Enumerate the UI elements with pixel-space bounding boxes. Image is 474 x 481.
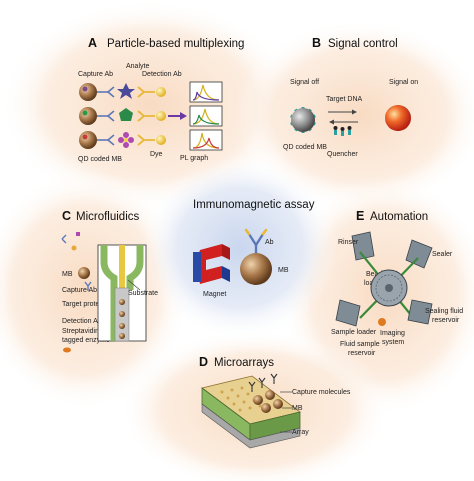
panel-a-capture-ab-label: Capture Ab	[78, 71, 113, 78]
quantum-dot	[82, 110, 88, 116]
signal-on-bead	[384, 104, 412, 132]
panel-c-glow	[0, 170, 190, 410]
panel-d-array-label: Array	[292, 429, 309, 436]
analyte-star	[117, 83, 135, 99]
panel-d-mb-label: MB	[292, 405, 303, 412]
loose-molecules	[61, 232, 80, 251]
sealing-reservoir-box	[407, 299, 433, 325]
panel-e-letter: E	[356, 209, 364, 223]
panel-a: A Particle-based multiplexing Capture Ab…	[78, 36, 244, 163]
center-glow	[142, 156, 338, 340]
legend-capture-ab	[84, 281, 92, 291]
microarray-chip	[201, 375, 301, 449]
panel-e-sealing-label-2: reservoir	[432, 317, 460, 324]
panel-e-fluid-label-1: Fluid sample	[340, 341, 380, 348]
panel-center: Immunomagnetic assay Ab MB Magnet	[193, 199, 315, 298]
panel-a-row-3	[79, 131, 166, 149]
panel-e-imaging-label-2: system	[382, 339, 404, 346]
panel-b-quencher-label: Quencher	[327, 151, 358, 158]
panel-e-sample-loader-label: Sample loader	[331, 329, 377, 336]
panel-c-target-protein-label: Target protein	[62, 301, 105, 308]
panel-c-mb-label: MB	[62, 271, 73, 278]
panel-d-capture-label: Capture molecules	[292, 389, 351, 396]
center-mb-label: MB	[278, 267, 289, 274]
panel-e-bead-label-1: Bead	[366, 271, 382, 278]
coded-bead	[79, 83, 97, 101]
magnet	[193, 244, 230, 284]
pl-graph-3	[189, 129, 223, 151]
magnetic-bead	[240, 253, 272, 285]
panel-c-detection-ab-label: Detection Ab	[62, 318, 102, 325]
dye-dot	[156, 87, 166, 97]
center-ab-label: Ab	[265, 239, 274, 246]
panel-d: D Microarrays Capture molecules	[199, 355, 351, 449]
panel-a-pl-label: PL graph	[180, 155, 208, 162]
rinser-box	[351, 231, 375, 261]
panel-e-title: Automation	[370, 211, 428, 223]
panel-a-analyte-label: Analyte	[126, 63, 149, 70]
center-title: Immunomagnetic assay	[193, 199, 315, 211]
panel-e: E Automation Rinser Sealer Bead loader S…	[331, 209, 463, 357]
center-magnet-label: Magnet	[203, 291, 226, 298]
panel-b-glow	[235, 20, 474, 210]
panel-a-row-2	[79, 107, 166, 125]
analyte-flower	[118, 132, 134, 148]
dye-dot	[156, 135, 166, 145]
panel-b-title: Signal control	[328, 38, 398, 50]
coded-bead	[79, 107, 97, 125]
center-antibody	[244, 228, 268, 253]
quantum-dot	[82, 134, 88, 140]
dye-dot	[156, 111, 166, 121]
pl-graph-2	[189, 105, 223, 127]
panel-e-sealing-label-1: Sealing fluid	[425, 308, 463, 315]
panel-a-title: Particle-based multiplexing	[107, 38, 244, 50]
signal-off-bead	[289, 106, 317, 134]
carousel	[359, 251, 419, 321]
coded-bead	[79, 131, 97, 149]
panel-e-rinser-label: Rinser	[338, 239, 359, 246]
panel-b: B Signal control Signal off Target DNA S…	[283, 36, 418, 158]
panel-b-signal-on-label: Signal on	[389, 79, 418, 86]
panel-a-qd-label: QD coded MB	[78, 156, 122, 163]
panel-a-detection-ab-label: Detection Ab	[142, 71, 182, 78]
panel-a-row-1	[79, 83, 166, 101]
panel-b-qd-label: QD coded MB	[283, 144, 327, 151]
panel-c-strep-label-2: tagged enzyme	[62, 337, 110, 344]
sample-loader-box	[335, 299, 361, 327]
panel-e-fluid-label-2: reservoir	[348, 350, 376, 357]
panel-c: C Microfluidics MB Capture Ab Target pro…	[61, 209, 158, 353]
captured-beads	[248, 373, 283, 413]
panel-c-capture-ab-label: Capture Ab	[62, 287, 97, 294]
quencher-dna	[333, 126, 352, 136]
panel-c-strep-label-1: Streptavidin-	[62, 328, 102, 335]
quantum-dot	[82, 86, 88, 92]
panel-d-letter: D	[199, 355, 208, 369]
imaging-system	[378, 318, 386, 326]
legend-enzyme	[63, 347, 71, 353]
panel-d-title: Microarrays	[214, 357, 274, 369]
analyte-pentagon	[119, 108, 133, 121]
panel-a-dye-label: Dye	[150, 151, 163, 158]
panel-e-sealer-label: Sealer	[432, 251, 453, 258]
panel-c-letter: C	[62, 209, 71, 223]
panel-c-title: Microfluidics	[76, 211, 140, 223]
sealer-box	[405, 239, 433, 269]
microfluidic-chip	[97, 244, 147, 342]
panel-a-letter: A	[88, 36, 97, 50]
panel-b-letter: B	[312, 36, 321, 50]
panel-b-target-label: Target DNA	[326, 96, 363, 103]
panel-c-substrate-label: Substrate	[128, 290, 158, 297]
pl-graph-1	[189, 81, 223, 103]
panel-b-signal-off-label: Signal off	[290, 79, 319, 86]
panel-e-imaging-label-1: Imaging	[380, 330, 405, 337]
legend-bead	[78, 267, 90, 279]
